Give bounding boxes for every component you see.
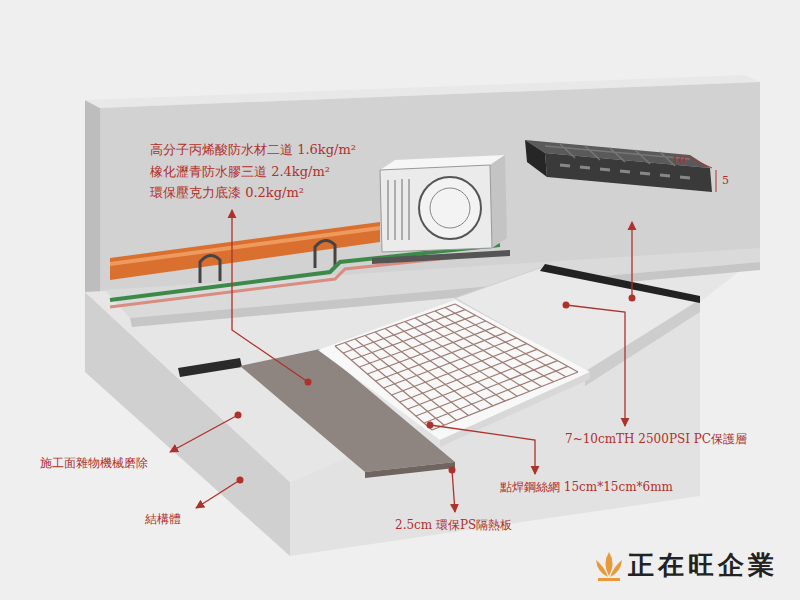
mesh-wire: [455, 304, 578, 372]
leader-dot: [629, 295, 636, 302]
layer-label: 施工面雜物機械磨除: [40, 456, 148, 470]
mesh-wire: [432, 372, 578, 430]
leader-dot: [427, 422, 434, 429]
logo-petal: [596, 560, 608, 577]
logo-petal: [610, 560, 622, 577]
gutter-icon-end: [525, 140, 547, 177]
waterproof-edge: [365, 462, 455, 478]
layer-label: 2.5cm 環保PS隔熱板: [395, 518, 512, 532]
dimension-label: 10: [672, 154, 686, 167]
dimension-line: [716, 170, 717, 192]
ac-fan: [419, 177, 481, 239]
layer-label: 點焊鋼絲網 15cm*15cm*6mm: [500, 480, 673, 494]
leader-line: [430, 425, 535, 474]
ac-front: [380, 165, 492, 252]
leader-line: [232, 210, 308, 382]
wall-side: [85, 100, 100, 300]
leader-line: [196, 480, 240, 508]
leader-line: [566, 305, 625, 426]
ps-board: [318, 300, 590, 440]
refrigerant-pipe: [110, 252, 505, 307]
leader-line: [631, 222, 632, 296]
leader-dot: [235, 412, 242, 419]
ac-grill: [388, 179, 409, 240]
dimension-line: [690, 158, 712, 168]
gutter-grate: [545, 144, 690, 166]
leader-dot: [305, 379, 312, 386]
drain-grate: [178, 358, 242, 377]
layer-label: 7~10cmTH 2500PSI PC保護層: [565, 432, 747, 446]
drain-pipe: [110, 222, 380, 280]
leader-lines: [170, 210, 632, 512]
dimension-label: 5: [722, 174, 729, 187]
mesh-wire: [425, 315, 542, 387]
mesh-wire: [435, 311, 554, 382]
leader-dot: [237, 477, 244, 484]
pc-edge: [585, 300, 700, 386]
gutter: [540, 264, 700, 303]
leader-line: [452, 470, 455, 512]
mesh-wire: [424, 366, 568, 423]
mesh-wire: [408, 355, 548, 409]
pipe-bracket: [315, 240, 335, 268]
refrigerant-pipe: [110, 245, 500, 300]
material-note: 橡化瀝青防水膠三道 2.4kg/m²: [150, 164, 330, 180]
company-logo: 正在旺企業: [628, 550, 778, 581]
leader-line: [170, 415, 238, 452]
leader-dots: [235, 295, 636, 484]
mesh-wire: [415, 318, 529, 391]
logo-base: [598, 578, 620, 581]
mesh-wire: [445, 308, 566, 377]
pipe-highlight: [110, 226, 380, 266]
ac-side: [490, 155, 507, 248]
material-note: 環保壓克力底漆 0.2kg/m²: [150, 185, 304, 201]
ac-fan: [430, 188, 470, 228]
logo-icon: [596, 552, 622, 581]
mesh-wire: [400, 349, 537, 402]
logo-petal: [606, 552, 613, 576]
material-note: 高分子丙烯酸防水材二道 1.6kg/m²: [150, 142, 356, 158]
gutter-slots: [560, 165, 690, 178]
pipe-bracket: [200, 255, 220, 283]
leader-dot: [563, 302, 570, 309]
mesh-wire: [405, 322, 517, 397]
layer-label: 結構體: [145, 512, 181, 526]
steel-mesh: [335, 304, 578, 430]
leader-dot: [449, 467, 456, 474]
mesh-wire: [392, 344, 527, 395]
mesh-wire: [395, 325, 505, 401]
